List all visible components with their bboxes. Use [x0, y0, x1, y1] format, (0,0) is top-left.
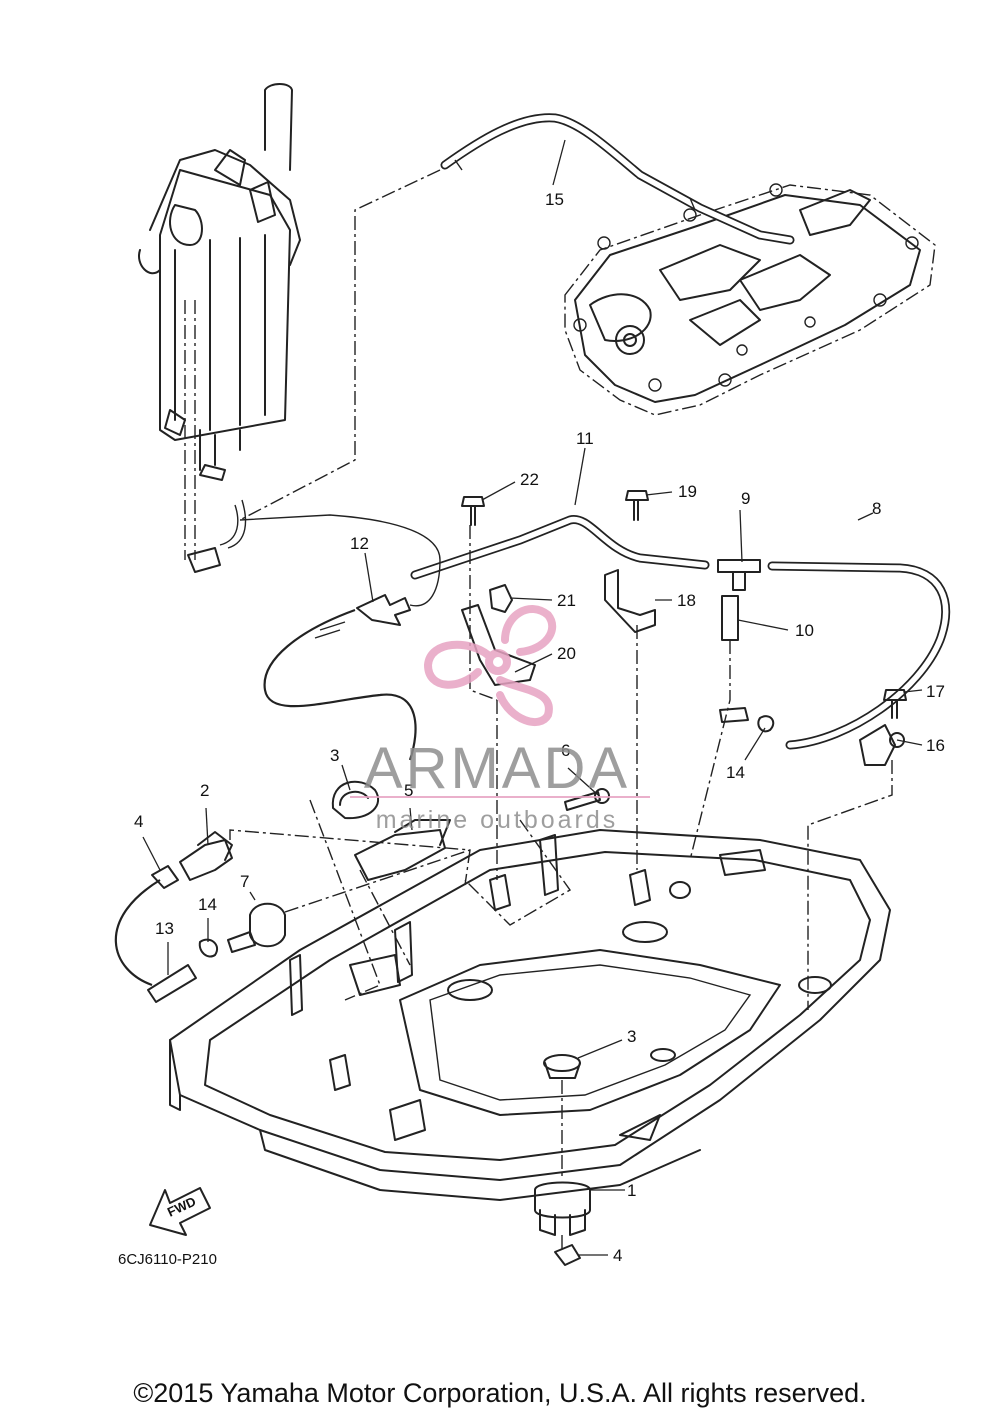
callout-10: 10: [795, 621, 814, 640]
grommet-3-top: [331, 780, 380, 820]
callout-3-top: 3: [330, 746, 339, 765]
callout-7: 7: [240, 872, 249, 891]
callout-2: 2: [200, 781, 209, 800]
clip-16: [859, 724, 905, 766]
bracket-18: [604, 569, 656, 633]
callout-4-top: 4: [134, 812, 143, 831]
clip-4-top: [151, 865, 179, 889]
callout-12: 12: [350, 534, 369, 553]
callout-18: 18: [677, 591, 696, 610]
bolt-17: [883, 689, 907, 719]
clip-21: [489, 584, 513, 613]
callout-5: 5: [404, 781, 413, 800]
exhaust-guide-plate: [564, 183, 936, 416]
callout-6: 6: [561, 741, 570, 760]
callout-1: 1: [627, 1181, 636, 1200]
grommet-3-bottom: [543, 1054, 581, 1079]
fuel-pump-assembly: [138, 83, 301, 573]
bottom-cowling: [169, 829, 891, 1201]
hose-13: [114, 879, 197, 1003]
hose-10: [689, 595, 739, 861]
armada-watermark: ARMADA marine outboards: [350, 605, 650, 834]
callout-19: 19: [678, 482, 697, 501]
callout-13: 13: [155, 919, 174, 938]
bracket-20: [461, 604, 536, 686]
callout-11: 11: [576, 429, 594, 448]
hose-11: [410, 515, 710, 580]
clip-4-bottom: [554, 1244, 581, 1266]
grommet-1: [534, 1181, 591, 1236]
callout-20: 20: [557, 644, 576, 663]
diagram-code: 6CJ6110-P210: [118, 1251, 217, 1268]
clamp-14-left: [198, 938, 219, 958]
copyright-notice: ©2015 Yamaha Motor Corporation, U.S.A. A…: [133, 1378, 867, 1408]
armada-propeller-logo: [423, 605, 557, 727]
forward-arrow: FWD: [149, 1187, 211, 1236]
callout-labels: 15 22 11 19 9 8 12 21 18 10 20 17 16 14 …: [134, 190, 945, 1265]
hose-8: [767, 561, 951, 750]
bolt-22: [461, 496, 485, 526]
callout-9: 9: [741, 489, 750, 508]
watermark-title: ARMADA: [364, 736, 630, 801]
hose-15: [239, 113, 795, 521]
assembly-lines: [229, 525, 893, 1250]
cable-harness: [263, 608, 417, 761]
leader-lines: [142, 139, 923, 1256]
grommet-2: [179, 831, 233, 881]
callout-4-bottom: 4: [613, 1246, 622, 1265]
callout-3-bottom: 3: [627, 1027, 636, 1046]
watermark-subtitle: marine outboards: [376, 806, 619, 834]
callout-14-left: 14: [198, 895, 217, 914]
callout-16: 16: [926, 736, 945, 755]
joint-9: [717, 559, 761, 591]
callout-8: 8: [872, 499, 881, 518]
fitting-7: [227, 902, 286, 953]
joint-12: [239, 514, 441, 626]
clamp-14-right: [719, 707, 775, 733]
callout-21: 21: [557, 591, 576, 610]
callout-17: 17: [926, 682, 945, 701]
bolt-19: [625, 490, 649, 521]
callout-22: 22: [520, 470, 539, 489]
callout-14-right: 14: [726, 763, 745, 782]
callout-15: 15: [545, 190, 564, 209]
